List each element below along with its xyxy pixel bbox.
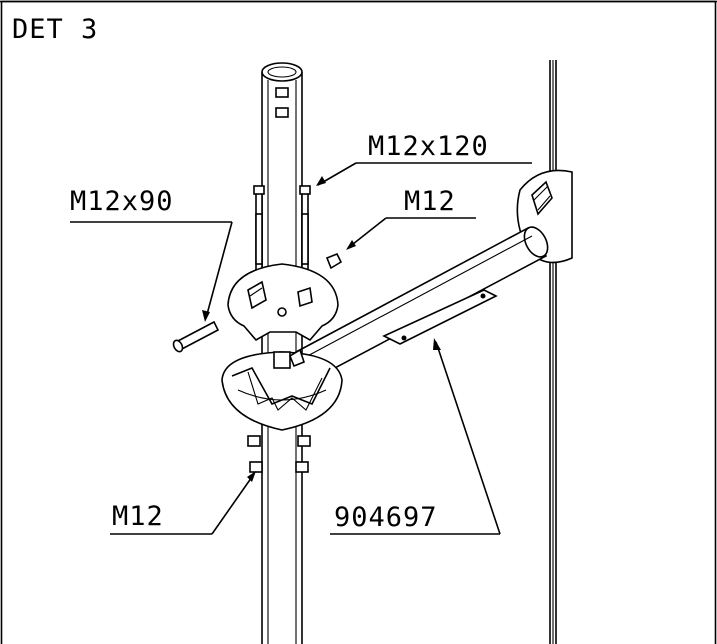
callout-m12-upper-label: M12	[404, 186, 456, 217]
callout-m12x90: M12x90	[70, 186, 233, 322]
callout-m12x120-label: M12x120	[368, 131, 489, 162]
callout-m12-lower-label: M12	[112, 501, 164, 532]
callout-m12-lower: M12	[110, 471, 256, 535]
horizontal-bolt-m12x90	[172, 320, 220, 353]
upper-half-coupler	[227, 263, 339, 342]
bracket-plate-904697	[382, 289, 498, 345]
callout-m12x90-label: M12x90	[70, 186, 174, 217]
upper-nut-m12	[325, 252, 343, 270]
callout-m12x120: M12x120	[316, 131, 532, 186]
lower-cradle-coupler	[221, 348, 343, 431]
vertical-bolts-m12x120	[253, 185, 311, 279]
callout-m12-upper: M12	[346, 186, 476, 250]
right-vertical-tube	[549, 60, 557, 644]
callout-904697: 904697	[330, 338, 501, 535]
detail-title: DET 3	[12, 14, 98, 45]
lower-nuts-m12	[247, 435, 311, 473]
callout-904697-label: 904697	[334, 502, 438, 533]
